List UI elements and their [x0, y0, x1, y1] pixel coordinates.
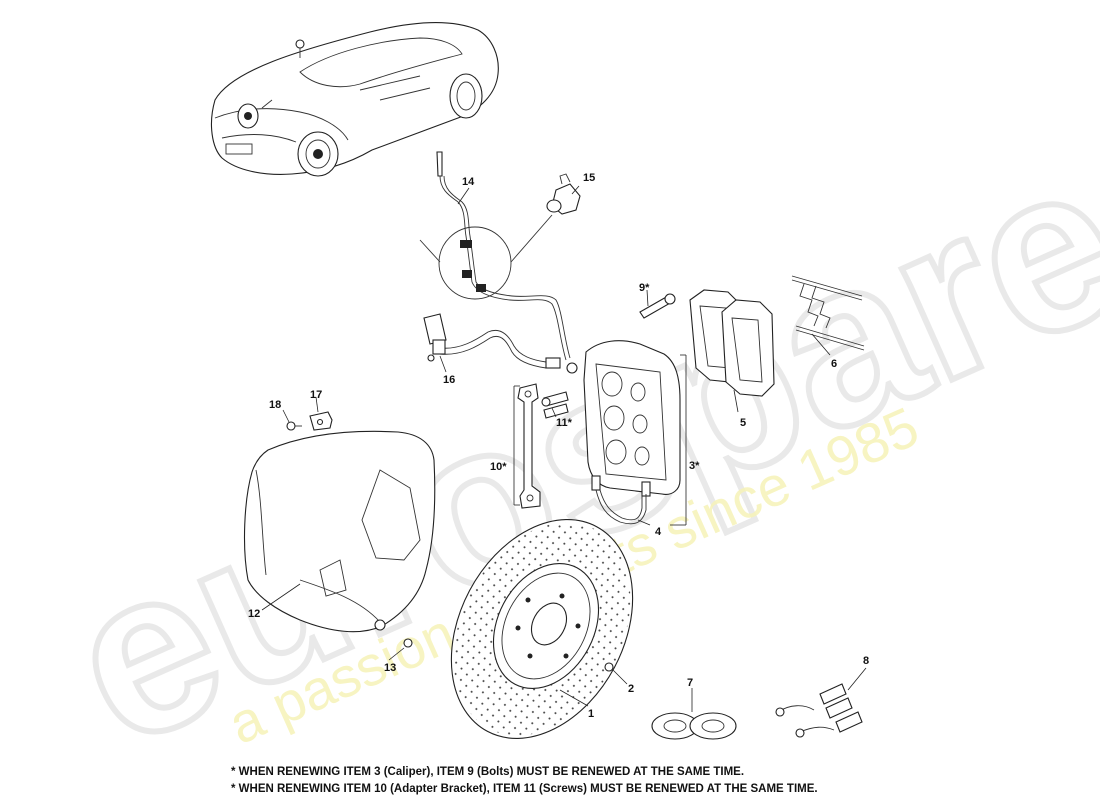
part-1-brake-disc[interactable] — [415, 488, 669, 770]
part-17-hose-bracket[interactable] — [309, 411, 333, 431]
part-15-sensor-clip[interactable] — [546, 173, 581, 215]
part-6-retaining-kit[interactable] — [791, 275, 865, 351]
part-18-bracket-screw[interactable] — [286, 421, 302, 431]
part-2-disc-screw[interactable] — [604, 662, 614, 672]
label-17: 17 — [310, 389, 322, 401]
label-6: 6 — [831, 358, 837, 370]
part-13-shield-screw[interactable] — [403, 638, 413, 648]
part-9-caliper-bolt[interactable] — [639, 293, 676, 319]
note-caliper-bolts: * WHEN RENEWING ITEM 3 (Caliper), ITEM 9… — [231, 766, 745, 778]
label-8: 8 — [863, 655, 869, 667]
part-3-caliper[interactable] — [583, 340, 681, 497]
label-13: 13 — [384, 662, 396, 674]
label-3: 3* — [689, 460, 700, 472]
label-10: 10* — [490, 461, 507, 473]
label-1: 1 — [588, 708, 594, 720]
label-9: 9* — [639, 282, 650, 294]
part-16-brake-hose[interactable] — [423, 313, 561, 369]
label-16: 16 — [443, 374, 455, 386]
part-7-washers[interactable] — [651, 712, 737, 740]
label-2: 2 — [628, 683, 634, 695]
label-5: 5 — [740, 417, 746, 429]
part-8-bleed-screws[interactable] — [775, 683, 863, 738]
label-15: 15 — [583, 172, 595, 184]
part-10-adapter-bracket[interactable] — [517, 383, 541, 509]
part-4-bridge-pipe[interactable] — [595, 489, 647, 525]
part-14-wear-sensor[interactable] — [419, 151, 578, 374]
label-18: 18 — [269, 399, 281, 411]
callout-labels: 1 2 3* 4 5 6 7 8 9* 10* 11* 12 13 14 15 … — [248, 172, 869, 720]
label-4: 4 — [655, 526, 662, 538]
car-illustration — [210, 22, 499, 177]
label-11: 11* — [556, 417, 573, 429]
detail-zoom-circle — [438, 226, 512, 300]
part-11-bracket-screws[interactable] — [541, 391, 569, 419]
note-adapter-screws: * WHEN RENEWING ITEM 10 (Adapter Bracket… — [231, 783, 818, 795]
label-14: 14 — [462, 176, 475, 188]
label-12: 12 — [248, 608, 260, 620]
leader-lines — [261, 185, 867, 712]
part-5-brake-pads[interactable] — [689, 289, 775, 397]
label-7: 7 — [687, 677, 693, 689]
part-12-dust-shield[interactable] — [243, 430, 436, 633]
